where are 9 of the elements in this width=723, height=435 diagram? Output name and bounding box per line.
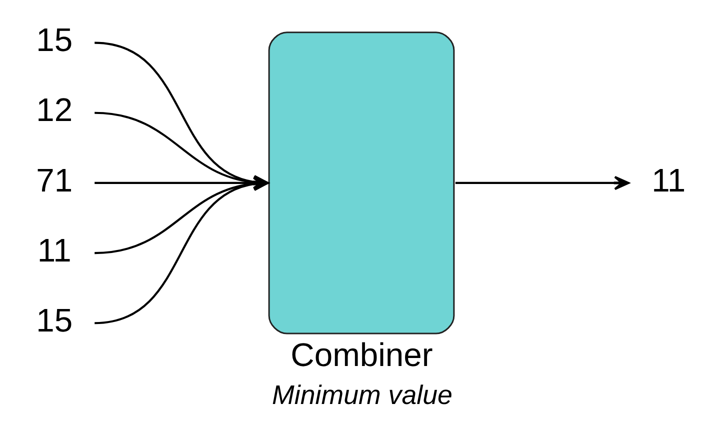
node-label: Minimum value	[272, 380, 452, 410]
node-text: 15	[36, 300, 73, 338]
node-text: 11	[652, 160, 686, 198]
node-text: 12	[36, 90, 73, 128]
node-text: 71	[36, 160, 73, 198]
node-text: 15	[36, 20, 73, 58]
node-text: 11	[37, 230, 72, 268]
arrow	[455, 175, 630, 190]
node-label: Combiner	[290, 335, 433, 372]
